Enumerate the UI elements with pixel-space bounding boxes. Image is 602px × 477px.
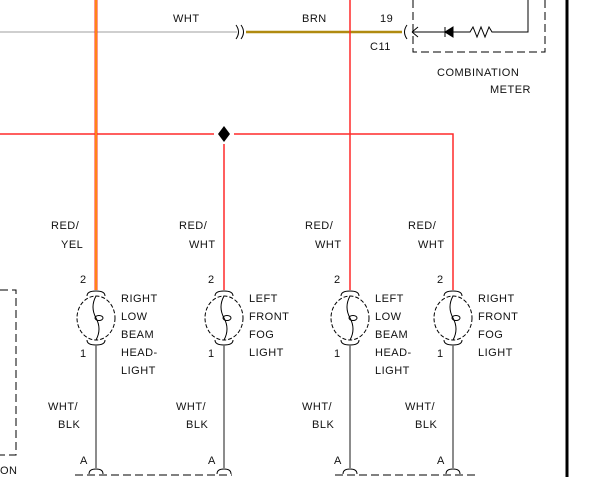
red-bus-right[interactable] <box>234 133 454 290</box>
left-component-label: ON <box>0 465 18 477</box>
combination-meter: COMBINATION METER <box>411 0 546 96</box>
lamp-name-line: LOW <box>375 311 402 323</box>
wire-color-top: RED/ <box>305 220 334 232</box>
wire-color-top: WHT <box>418 239 445 251</box>
lamp-3[interactable]: RED/WHT 2 1 LEFT LOW BEAM HEAD- LIGHT WHT/BLK A <box>302 220 412 475</box>
wire-color-top: RED/ <box>51 220 80 232</box>
lamp-name-line: LIGHT <box>249 347 284 359</box>
resistor-icon <box>453 0 529 39</box>
diode-icon <box>444 26 454 38</box>
splice-icon <box>218 126 230 142</box>
lamp-name-line: HEAD- <box>375 347 412 359</box>
lamp-name-line: LIGHT <box>478 347 513 359</box>
wire-color-top: WHT <box>315 239 342 251</box>
wire-color-bottom: WHT/ <box>48 401 79 413</box>
wire-color-bottom: BLK <box>415 419 437 431</box>
wire-color-bottom: BLK <box>312 419 334 431</box>
wire-color-bottom: WHT/ <box>405 401 436 413</box>
pin-top: 2 <box>208 274 215 286</box>
pin-top: 2 <box>80 274 87 286</box>
left-component-box <box>0 289 17 456</box>
wire-color-top: RED/ <box>179 220 208 232</box>
wht-label: WHT <box>173 13 200 25</box>
wire-color-bottom: WHT/ <box>302 401 333 413</box>
pin-bottom: 1 <box>80 348 87 360</box>
lamp-name-line: LOW <box>121 311 148 323</box>
pin-19-label: 19 <box>380 13 393 25</box>
pin-bottom: 1 <box>208 348 215 360</box>
lamp-name-line: LEFT <box>249 293 278 305</box>
pin-bottom: 1 <box>437 348 444 360</box>
wire-color-top: RED/ <box>408 220 437 232</box>
wire-color-bottom: BLK <box>58 419 80 431</box>
ground-pin: A <box>80 455 88 467</box>
pin-bottom: 1 <box>334 348 341 360</box>
brn-label: BRN <box>302 13 327 25</box>
wire-color-top: WHT <box>189 239 216 251</box>
pin-top: 2 <box>334 274 341 286</box>
lamp-name-line: RIGHT <box>121 293 158 305</box>
lamp-2[interactable]: RED/WHT 2 1 LEFT FRONT FOG LIGHT WHT/BLK A <box>176 220 289 475</box>
lamp-name-line: HEAD- <box>121 347 158 359</box>
lamp-name-line: BEAM <box>375 329 408 341</box>
ground-pin: A <box>437 455 445 467</box>
wire-color-top: YEL <box>61 239 83 251</box>
inline-connector <box>235 24 244 40</box>
ground-pin: A <box>208 455 216 467</box>
ground-pin: A <box>334 455 342 467</box>
lamp-name-line: BEAM <box>121 329 154 341</box>
meter-label-1: COMBINATION <box>437 67 519 79</box>
lamp-1[interactable]: RED/YEL 2 1 RIGHT LOW BEAM HEAD- LIGHT WHT/BLK A <box>48 220 158 475</box>
lamp-name-line: LEFT <box>375 293 404 305</box>
lamp-4[interactable]: RED/WHT 2 1 RIGHT FRONT FOG LIGHT WHT/BLK A <box>405 220 518 475</box>
meter-label-2: METER <box>490 84 531 96</box>
lamp-name-line: RIGHT <box>478 293 515 305</box>
connector-c11-label: C11 <box>370 41 391 53</box>
lamp-name-line: FOG <box>478 329 503 341</box>
lamp-name-line: FRONT <box>478 311 518 323</box>
c11-connector <box>404 24 408 40</box>
lamp-name-line: LIGHT <box>121 365 156 377</box>
pin-top: 2 <box>437 274 444 286</box>
lamp-name-line: LIGHT <box>375 365 410 377</box>
lamp-name-line: FRONT <box>249 311 289 323</box>
wire-color-bottom: BLK <box>186 419 208 431</box>
lamp-name-line: FOG <box>249 329 274 341</box>
wire-color-bottom: WHT/ <box>176 401 207 413</box>
